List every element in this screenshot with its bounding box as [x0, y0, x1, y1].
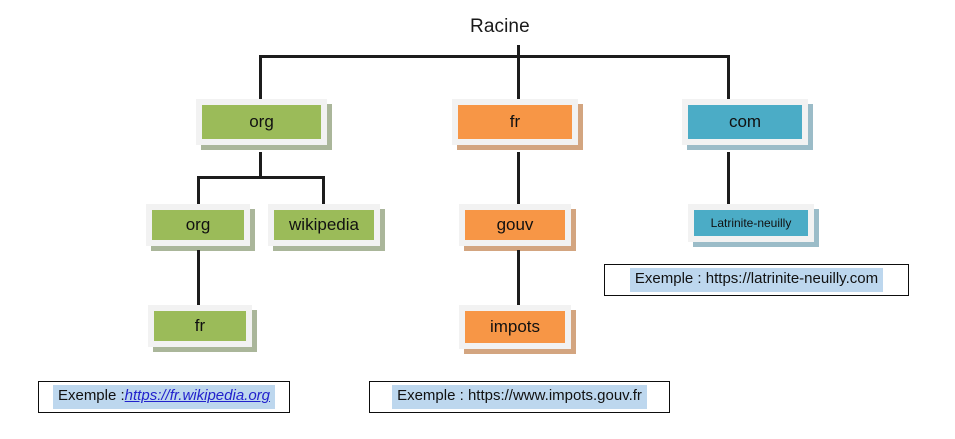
caption-prefix: Exemple : [57, 387, 125, 405]
node-label: wikipedia [274, 210, 374, 240]
node-gouv-level2[interactable]: gouv [459, 204, 571, 246]
node-label: Latrinite-neuilly [694, 210, 808, 236]
connector-to-org-l2 [197, 176, 200, 206]
connector-to-wikipedia [322, 176, 325, 206]
caption-text: Exemple : https://latrinite-neuilly.com [629, 268, 884, 292]
node-label: impots [465, 311, 565, 343]
caption-text: Exemple : https://www.impots.gouv.fr [392, 385, 647, 409]
caption-impots: Exemple : https://www.impots.gouv.fr [369, 381, 670, 413]
connector-org-stem [259, 152, 262, 178]
node-label: gouv [465, 210, 565, 240]
node-label: org [152, 210, 244, 240]
connector-to-fr-l1 [517, 55, 520, 99]
connector-org-bar [197, 176, 325, 179]
caption-latrinite: Exemple : https://latrinite-neuilly.com [604, 264, 909, 296]
node-label: org [202, 105, 321, 139]
connector-level1-bar [259, 55, 730, 58]
connector-gouv-to-impots [517, 250, 520, 307]
node-fr-level3[interactable]: fr [148, 305, 252, 347]
node-label: fr [458, 105, 572, 139]
node-impots-level3[interactable]: impots [459, 305, 571, 349]
caption-url: https://latrinite-neuilly.com [705, 270, 879, 288]
node-label: com [688, 105, 802, 139]
node-wikipedia-level2[interactable]: wikipedia [268, 204, 380, 246]
connector-fr-to-gouv [517, 152, 520, 206]
connector-to-org-l1 [259, 55, 262, 99]
caption-text: Exemple :https://fr.wikipedia.org [52, 385, 276, 409]
caption-url: https://www.impots.gouv.fr [467, 387, 642, 405]
connector-root-stem [517, 45, 520, 58]
caption-wikipedia: Exemple :https://fr.wikipedia.org [38, 381, 290, 413]
caption-link[interactable]: https://fr.wikipedia.org [124, 387, 271, 405]
node-com-level1[interactable]: com [682, 99, 808, 145]
node-org-level1[interactable]: org [196, 99, 327, 145]
node-fr-level1[interactable]: fr [452, 99, 578, 145]
connector-com-to-latrinite [727, 152, 730, 206]
node-org-level2[interactable]: org [146, 204, 250, 246]
caption-prefix: Exemple : [634, 270, 706, 288]
connector-to-com-l1 [727, 55, 730, 99]
node-label: fr [154, 311, 246, 341]
node-latrinite-level2[interactable]: Latrinite-neuilly [688, 204, 814, 242]
page-title: Racine [470, 16, 530, 37]
caption-prefix: Exemple : [397, 387, 468, 405]
connector-org-to-fr [197, 250, 200, 307]
